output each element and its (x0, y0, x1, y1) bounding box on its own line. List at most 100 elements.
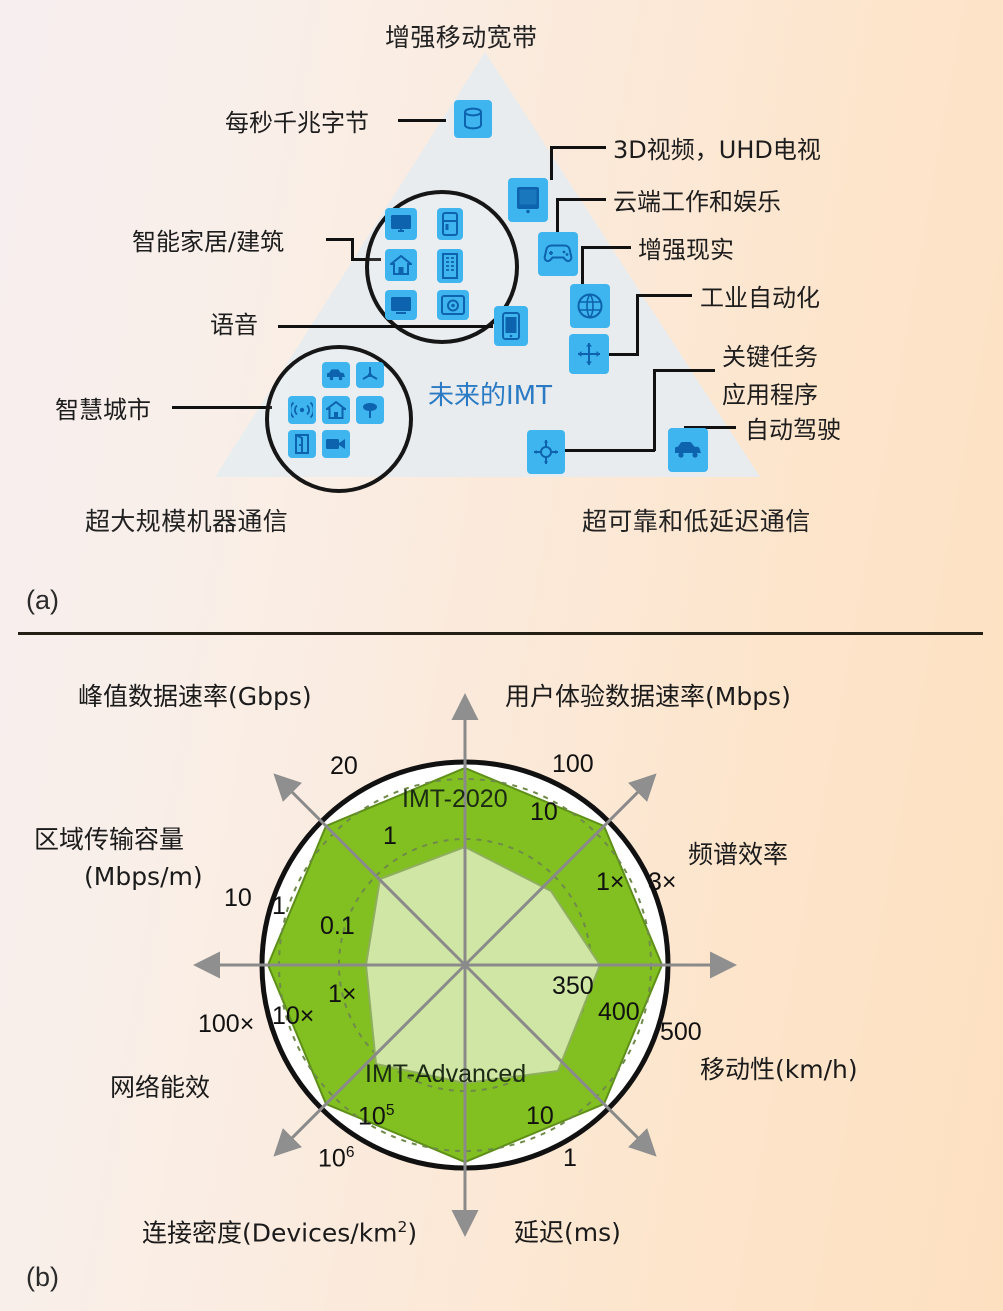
building-icon (437, 249, 463, 283)
tick-area-outer: 10 (224, 884, 252, 912)
label-augmented-reality: 增强现实 (638, 236, 734, 264)
tick-density-outer: 106 (318, 1144, 354, 1173)
smartphone-icon (494, 306, 528, 346)
label-mission-critical-line1: 关键任务 (722, 343, 818, 371)
tick-mobility-outer: 500 (660, 1018, 702, 1046)
tick-density-inner: 105 (358, 1102, 394, 1131)
leader-line-3dvideo-h (550, 146, 606, 149)
tablet-icon (508, 178, 548, 222)
roundabout-icon (527, 430, 565, 474)
label-cloud-work-play: 云端工作和娱乐 (613, 188, 781, 216)
tick-area-inner: 0.1 (320, 912, 355, 940)
leader-line-mission-h2 (565, 449, 655, 452)
scenario-title-urllc: 超可靠和低延迟通信 (582, 507, 811, 536)
axis-title-user-experienced-rate: 用户体验数据速率(Mbps) (505, 682, 791, 711)
leader-line-mission-h (653, 369, 715, 372)
axis-title-mobility: 移动性(km/h) (700, 1055, 858, 1084)
axis-title-connection-density: 连接密度(Devices/km2) (142, 1218, 417, 1248)
label-smart-city: 智慧城市 (55, 396, 151, 424)
tick-spectrum-inner: 1× (596, 868, 625, 896)
scenario-title-embb: 增强移动宽带 (385, 23, 538, 52)
tick-efficiency-outer: 100× (198, 1010, 255, 1038)
axis-title-spectrum-efficiency: 频谱效率 (688, 840, 789, 869)
leader-line-smartcity (172, 406, 272, 409)
tick-density-outer-base: 10 (318, 1144, 346, 1173)
axis-title-latency: 延迟(ms) (514, 1218, 621, 1247)
label-mission-critical-line2: 应用程序 (722, 381, 818, 409)
radar-svg (193, 693, 737, 1237)
panel-letter-b: (b) (26, 1262, 59, 1292)
tick-peak-outer: 20 (330, 752, 358, 780)
label-gigabytes-per-second: 每秒千兆字节 (225, 109, 369, 137)
leader-line-voice (278, 325, 493, 328)
tick-ue-inner: 10 (530, 798, 558, 826)
radar-chart: 峰值数据速率(Gbps) 用户体验数据速率(Mbps) 频谱效率 移动性(km/… (0, 640, 1003, 1311)
camera-icon (322, 430, 350, 458)
panel-b-capability-radar: 峰值数据速率(Gbps) 用户体验数据速率(Mbps) 频谱效率 移动性(km/… (0, 640, 1003, 1311)
axis-title-area-capacity-line1: 区域传输容量 (34, 825, 185, 854)
windmill-icon (356, 362, 384, 388)
label-voice: 语音 (210, 311, 258, 339)
door-icon (288, 430, 316, 458)
label-self-driving: 自动驾驶 (745, 416, 841, 444)
leader-line-gigabytes (398, 119, 446, 122)
tick-efficiency-mid: 10× (272, 1002, 315, 1030)
appliance-icon (437, 208, 463, 240)
density-text: 连接密度(Devices/km (142, 1218, 398, 1248)
series-label-imt-2020: IMT-2020 (402, 785, 508, 813)
car-icon (668, 428, 708, 472)
tick-mobility-inner: 350 (552, 972, 594, 1000)
leader-line-industrial-h2 (607, 353, 639, 356)
smart-city-icon-grid (288, 362, 384, 458)
label-industrial-automation: 工业自动化 (700, 284, 820, 312)
leader-line-ar-h (581, 246, 631, 249)
globe-icon (570, 284, 610, 328)
leader-line-smarthome-h (326, 238, 354, 241)
tick-density-outer-exp: 6 (345, 1144, 355, 1161)
signal-icon (288, 396, 316, 424)
radar-center-dot (461, 961, 469, 969)
tick-density-inner-base: 10 (358, 1102, 386, 1131)
leader-line-selfdriving-h (684, 426, 736, 429)
leader-line-smarthome-v (351, 238, 354, 260)
smart-home-icon-grid (385, 208, 469, 322)
scenario-title-mmtc: 超大规模机器通信 (85, 507, 289, 536)
panel-a-usage-scenarios: 增强移动宽带 超大规模机器通信 超可靠和低延迟通信 未来的IMT 每秒千兆字节 … (0, 0, 1003, 636)
panel-divider (18, 632, 983, 635)
leader-line-ar-v (581, 246, 584, 288)
tick-density-inner-exp: 5 (385, 1102, 395, 1119)
center-label-future-imt: 未来的IMT (428, 381, 552, 411)
automation-icon (569, 334, 609, 374)
axis-title-area-capacity-line2: (Mbps/m) (84, 862, 203, 891)
tick-peak-inner: 1 (383, 822, 397, 850)
tick-mobility-mid: 400 (598, 998, 640, 1026)
monitor-icon (385, 208, 417, 240)
tick-efficiency-inner: 1× (328, 980, 357, 1008)
axis-title-network-efficiency: 网络能效 (110, 1073, 211, 1102)
leader-line-cloud-h (556, 198, 606, 201)
car-icon (322, 362, 350, 388)
leader-line-industrial-h (636, 294, 692, 297)
leader-line-3dvideo-v (550, 146, 553, 180)
house-icon (322, 396, 350, 424)
house-icon (385, 249, 417, 281)
leader-line-cloud-v (556, 198, 559, 236)
tree-icon (356, 396, 384, 424)
tv-icon (385, 290, 417, 320)
tick-latency-outer: 1 (563, 1144, 577, 1172)
database-icon (454, 100, 492, 138)
tick-ue-outer: 100 (552, 750, 594, 778)
leader-line-mission-v (653, 369, 656, 451)
washer-icon (437, 290, 469, 320)
leader-line-industrial-v (636, 294, 639, 356)
tick-latency-inner: 10 (526, 1102, 554, 1130)
gamepad-icon (538, 232, 578, 276)
panel-letter-a: (a) (26, 585, 59, 615)
density-paren: ) (407, 1218, 418, 1248)
label-3d-video-uhd-tv: 3D视频，UHD电视 (613, 136, 821, 164)
tick-spectrum-outer: 3× (648, 868, 677, 896)
label-smart-home-building: 智能家居/建筑 (132, 228, 285, 256)
axis-title-peak-data-rate: 峰值数据速率(Gbps) (78, 682, 312, 711)
density-exponent: 2 (397, 1218, 408, 1236)
radar-axis-lines (193, 693, 737, 1237)
